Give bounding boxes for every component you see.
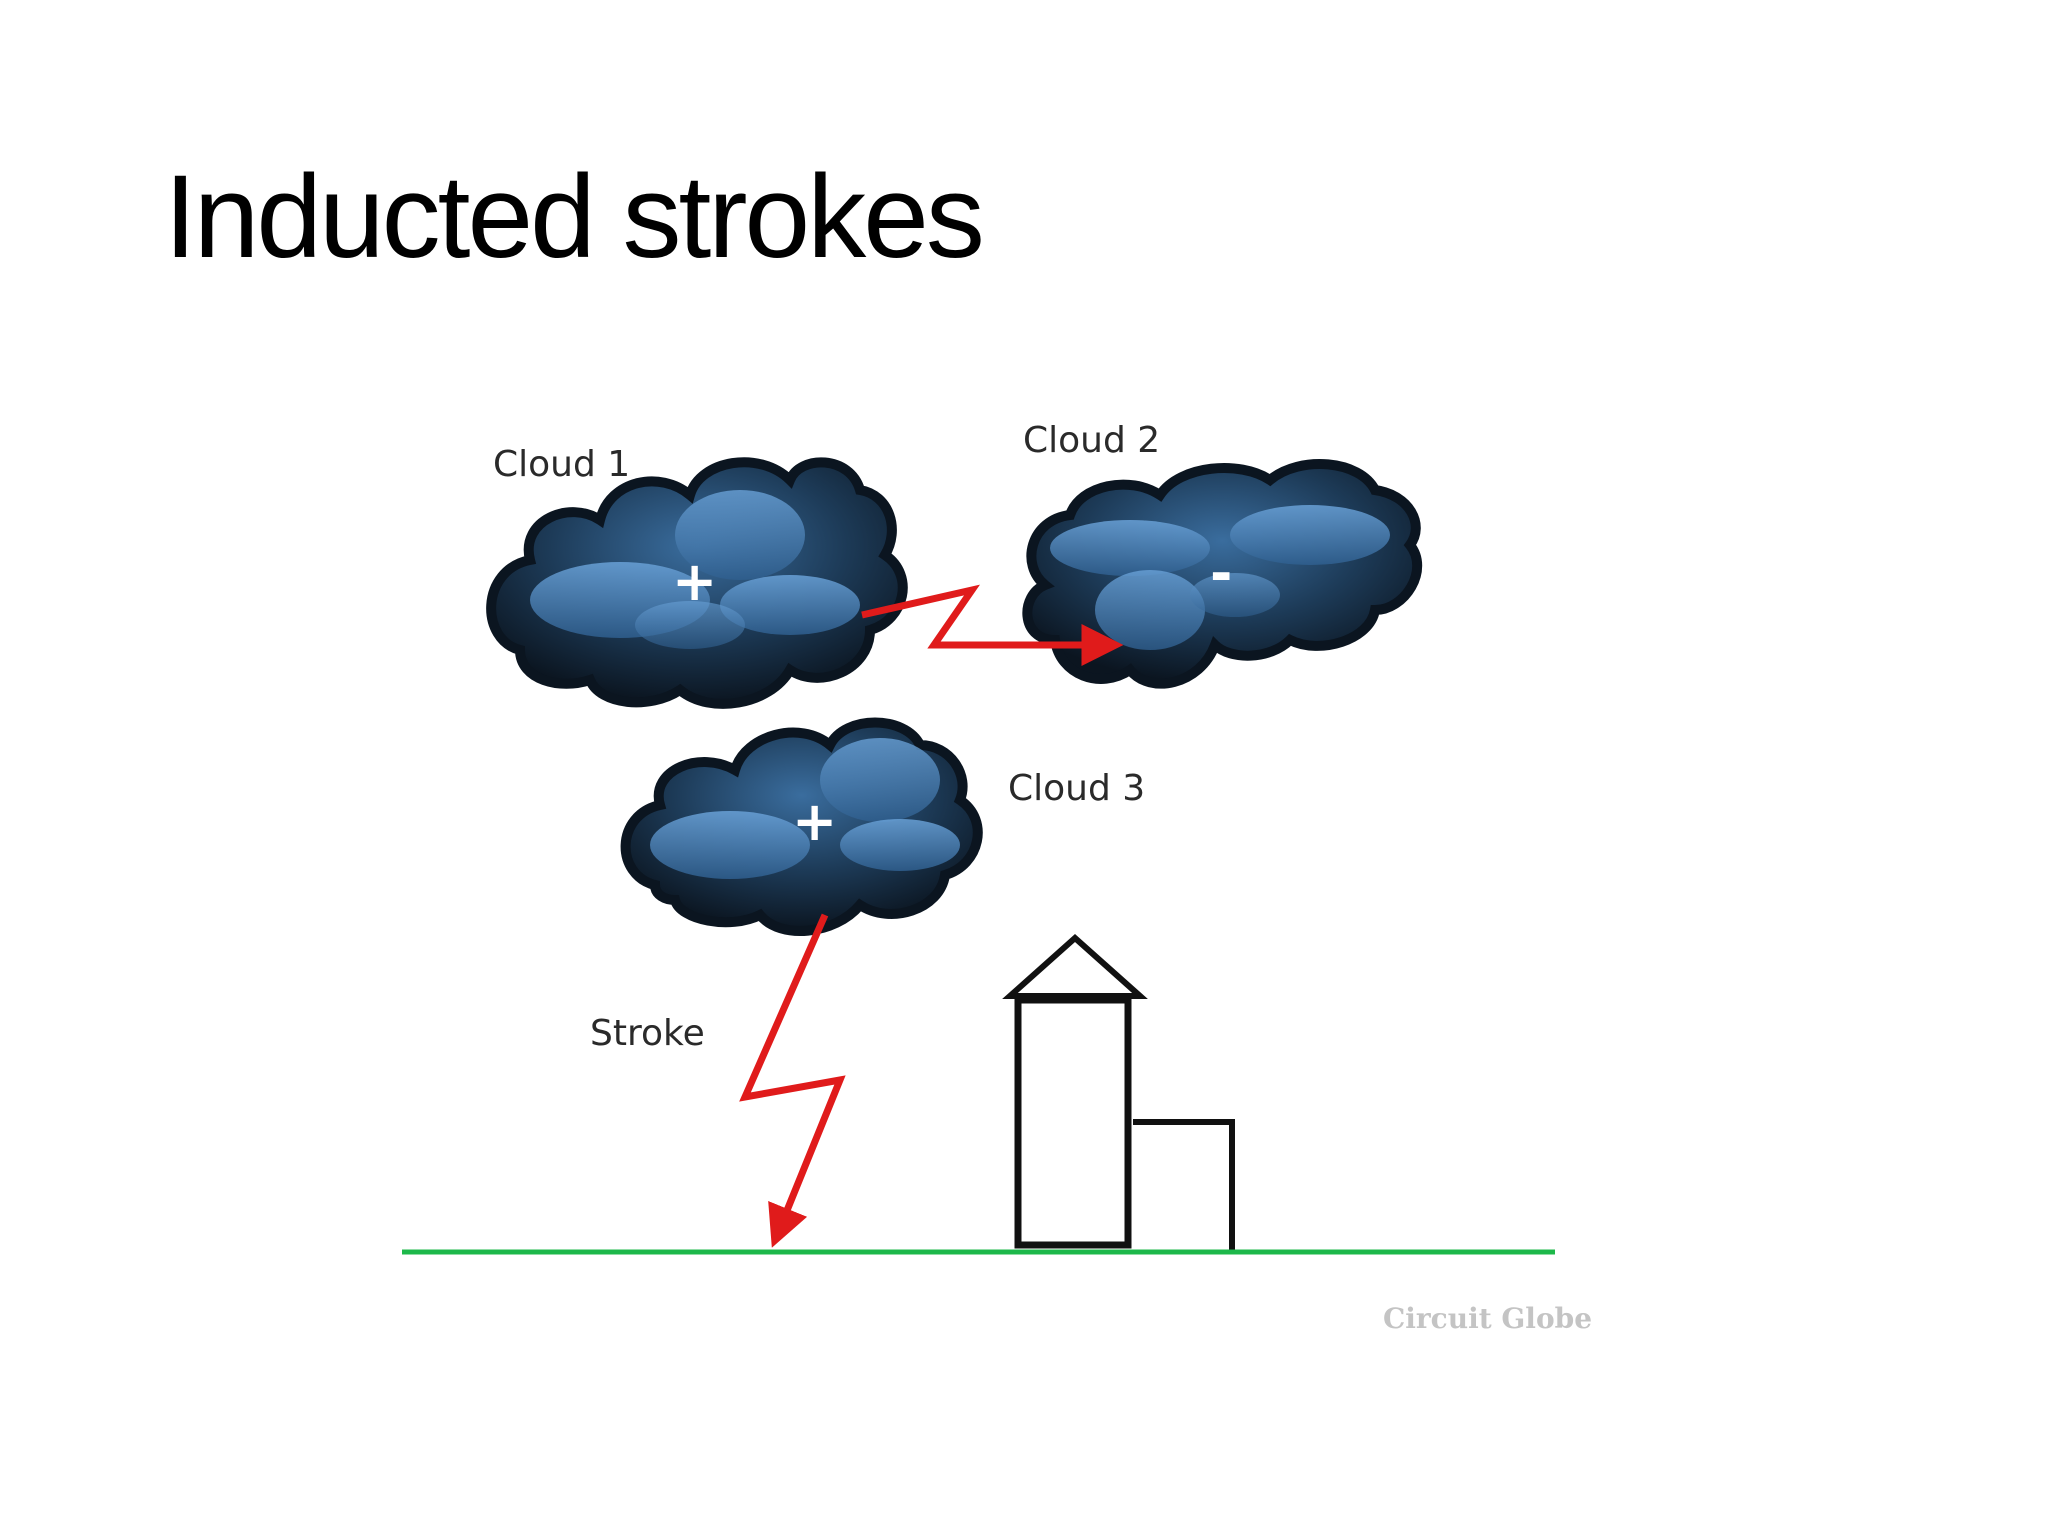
building-roof <box>1002 933 1148 999</box>
cloud-3-charge: + <box>792 790 837 853</box>
slide-title: Inducted strokes <box>164 151 985 283</box>
cloud-2: Cloud 2 - <box>1022 420 1423 689</box>
cloud-1: Cloud 1 + <box>486 444 908 709</box>
cloud-2-shape <box>1022 459 1423 689</box>
building-tower <box>1014 996 1132 1249</box>
cloud-1-charge: + <box>672 550 717 613</box>
cloud-2-charge: - <box>1210 542 1232 605</box>
cloud-to-cloud-lightning <box>861 584 1124 666</box>
building-annex <box>1133 1119 1235 1252</box>
stroke-label: Stroke <box>590 1013 705 1054</box>
cloud-2-label: Cloud 2 <box>1023 420 1160 461</box>
source-credit: Circuit Globe <box>1383 1302 1592 1335</box>
cloud-3: Cloud 3 + <box>620 717 1145 936</box>
cloud-1-label: Cloud 1 <box>493 444 630 485</box>
cloud-3-label: Cloud 3 <box>1008 768 1145 809</box>
building <box>1002 933 1235 1252</box>
cloud-to-ground-stroke <box>739 913 846 1248</box>
cloud-1-shape <box>486 457 908 709</box>
cloud-3-shape <box>620 717 983 936</box>
